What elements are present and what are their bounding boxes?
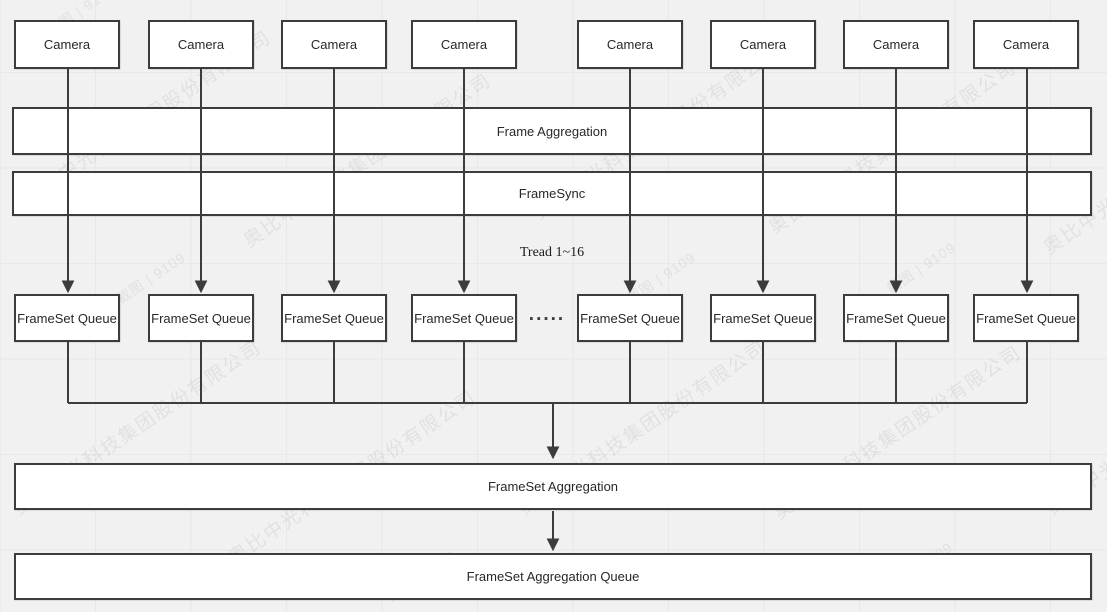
frameset-queue-node: FrameSet Queue bbox=[577, 294, 683, 342]
frameset-queue-node: FrameSet Queue bbox=[973, 294, 1079, 342]
thread-range-label: Tread 1~16 bbox=[519, 245, 585, 260]
frameset-queue-node: FrameSet Queue bbox=[281, 294, 387, 342]
watermark-company: 奥比中光科技集团股份有限公司 bbox=[240, 70, 496, 252]
camera-node: Camera bbox=[411, 20, 517, 69]
frameset-aggregation-bar: FrameSet Aggregation bbox=[14, 463, 1092, 510]
frameset-queue-node: FrameSet Queue bbox=[710, 294, 816, 342]
camera-node: Camera bbox=[148, 20, 254, 69]
camera-node: Camera bbox=[843, 20, 949, 69]
camera-node: Camera bbox=[577, 20, 683, 69]
watermark-company: 奥比中光科技集团股份有限公司 bbox=[1040, 77, 1107, 259]
frameset-aggregation-queue-bar: FrameSet Aggregation Queue bbox=[14, 553, 1092, 600]
camera-node: Camera bbox=[973, 20, 1079, 69]
frame-aggregation-bar: Frame Aggregation bbox=[12, 107, 1092, 155]
frameset-queue-node: FrameSet Queue bbox=[14, 294, 120, 342]
frameset-queue-node: FrameSet Queue bbox=[148, 294, 254, 342]
camera-node: Camera bbox=[710, 20, 816, 69]
watermark-user-id: 截图 | 9109 bbox=[883, 238, 959, 297]
framesync-bar: FrameSync bbox=[12, 171, 1092, 216]
camera-node: Camera bbox=[281, 20, 387, 69]
frameset-queue-node: FrameSet Queue bbox=[411, 294, 517, 342]
frameset-queue-node: FrameSet Queue bbox=[843, 294, 949, 342]
ellipsis-label: ..... bbox=[528, 304, 566, 325]
camera-node: Camera bbox=[14, 20, 120, 69]
